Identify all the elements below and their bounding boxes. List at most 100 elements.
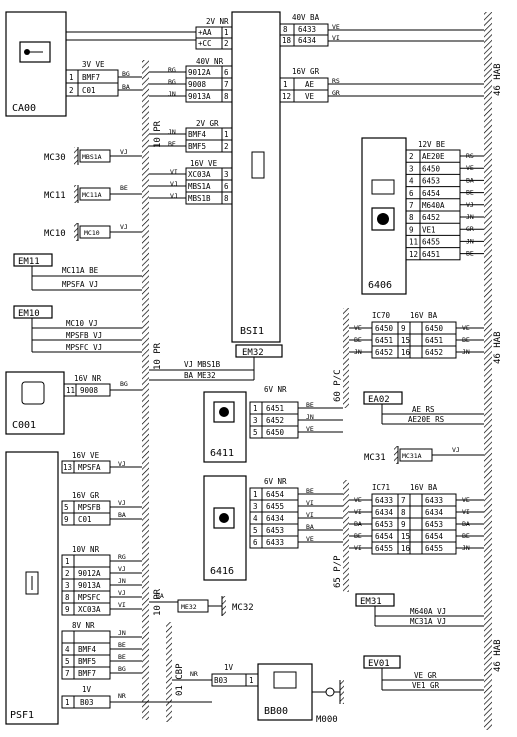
- ca00-wire: BA: [122, 83, 130, 91]
- ic71-head: 16V BA: [410, 483, 438, 492]
- ic71-cell: 8: [401, 508, 406, 517]
- c6406-cell: 2: [409, 152, 414, 161]
- bsi-pin: 2: [224, 142, 229, 151]
- ic70-head: 16V BA: [410, 311, 438, 320]
- pin-cell: 1: [253, 404, 258, 413]
- psf-pin: 3: [65, 581, 70, 590]
- ca00-conn-head: 3V VE: [82, 60, 105, 69]
- ic71-cell: 15: [401, 532, 410, 541]
- bsi-pin: 6: [224, 182, 229, 191]
- em31-wire: M640A VJ: [410, 607, 446, 616]
- wire-color: JN: [168, 90, 176, 98]
- wire-color: VJ: [118, 589, 126, 597]
- bsi-sig: 9013A: [188, 92, 211, 101]
- module-icon: [371, 179, 395, 195]
- ic71-cell: 6455: [425, 544, 443, 553]
- pin-cell: 3: [253, 416, 258, 425]
- wire-color: JN: [118, 629, 126, 637]
- pin-cell: 5: [253, 428, 258, 437]
- ic70-cell: 6452: [375, 348, 393, 357]
- ca00-sig: BMF7: [82, 73, 100, 82]
- wire-color: VJ: [452, 446, 460, 454]
- component-bsi1: [231, 11, 281, 343]
- bsi-conn-16vgr: 16V GR: [292, 67, 320, 76]
- ic71-cell: 6453: [375, 520, 393, 529]
- wire-color: BA: [118, 511, 126, 519]
- label-mc10: MC10: [44, 229, 66, 239]
- psf-pin: 1: [65, 698, 70, 707]
- ic71-cell: 6434: [425, 508, 444, 517]
- label-mc11: MC11: [44, 191, 66, 201]
- psf-head: 10V NR: [72, 545, 100, 554]
- label-me32: ME32: [181, 603, 197, 611]
- psf-pin: 4: [65, 645, 70, 654]
- bsi-sig: VE: [305, 92, 315, 101]
- harness-65pp: 65 P/P: [333, 555, 343, 588]
- bb00-head: 1V: [224, 663, 234, 672]
- bsi-pin: 8: [283, 25, 288, 34]
- ic70-cell: 9: [401, 324, 406, 333]
- wire-color: VJ: [118, 565, 126, 573]
- psf-sig: MPSFC: [78, 593, 101, 602]
- wire-color: VJ: [170, 180, 178, 188]
- bsi-sig: XC03A: [188, 170, 211, 179]
- wire-color: VI: [332, 34, 340, 42]
- sig-cell: 6434: [266, 514, 285, 523]
- c001-pin: 11: [66, 386, 75, 395]
- wire-color: VJ: [120, 148, 128, 156]
- bsi-sig: BMF5: [188, 142, 206, 151]
- wire-color: VE: [306, 425, 314, 433]
- fuse-icon: [25, 571, 39, 595]
- bsi-pin: 1: [283, 80, 288, 89]
- c6406-cell: M640A: [422, 201, 445, 210]
- bsi-pin: 18: [282, 36, 292, 45]
- em11-wire: MPSFA VJ: [62, 280, 98, 289]
- psf-sig: C01: [78, 515, 92, 524]
- label-mc32: MC32: [232, 603, 254, 613]
- wire-color: RG: [168, 66, 176, 74]
- psf-sig: XC03A: [78, 605, 101, 614]
- psf-sig: BMF4: [78, 645, 97, 654]
- c6406-cell: 6455: [422, 238, 440, 247]
- mc11-pin: MC11A: [82, 191, 102, 199]
- bsi-sig: +AA: [198, 28, 212, 37]
- wire-color: JN: [306, 413, 314, 421]
- sig-cell: 6454: [266, 490, 285, 499]
- c6411-head: 6V NR: [264, 385, 287, 394]
- pin-cell: 1: [253, 490, 258, 499]
- bsi-pin: 1: [224, 130, 229, 139]
- label-psf1: PSF1: [10, 710, 34, 721]
- label-em10: EM10: [18, 309, 40, 319]
- wire-color: VE: [332, 23, 340, 31]
- ev01-wire: VE1 GR: [412, 681, 440, 690]
- c001-conn-head: 16V NR: [74, 374, 102, 383]
- c6406-cell: AE20E: [422, 152, 445, 161]
- c6406-cell: 6452: [422, 213, 440, 222]
- component-em32: [235, 344, 283, 358]
- ic71-cell: 6453: [425, 520, 443, 529]
- right-harness-bus: [484, 12, 492, 730]
- ic71-cell: 6454: [425, 532, 444, 541]
- label-c001: C001: [12, 420, 36, 431]
- sig-cell: 6453: [266, 526, 284, 535]
- connector-port-icon: [21, 381, 45, 405]
- bsi1-icon: [251, 151, 265, 179]
- c6406-cell: 9: [409, 225, 414, 234]
- wire-color: BE: [120, 184, 128, 192]
- bsi-sig: AE: [305, 80, 315, 89]
- harness-10pr-2: 10 PR: [153, 342, 163, 370]
- psf-pin: 5: [65, 657, 70, 666]
- wire-color: NR: [190, 670, 198, 678]
- bsi-sig: 9012A: [188, 68, 211, 77]
- wire-color: BA: [156, 592, 164, 600]
- component-ca00: [5, 11, 67, 117]
- bsi-pin: 1: [224, 28, 229, 37]
- pin-cell: 3: [253, 502, 258, 511]
- harness-46hab-2: 46 HAB: [493, 331, 503, 364]
- label-em11: EM11: [18, 257, 40, 267]
- psf-pin: 9: [64, 515, 69, 524]
